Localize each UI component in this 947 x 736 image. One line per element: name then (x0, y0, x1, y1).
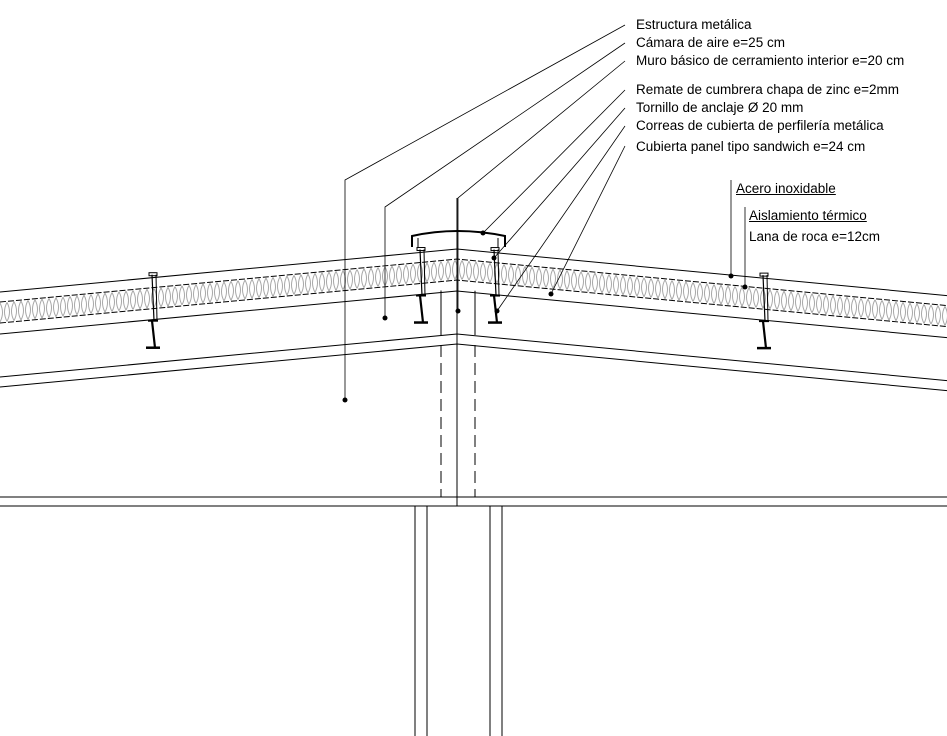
tag-aislamiento: Aislamiento térmico (749, 208, 867, 223)
leader-line-2 (457, 60, 626, 311)
leader-dot-8 (742, 284, 748, 290)
leader-dot-5 (494, 308, 500, 314)
leader-line-4 (493, 107, 626, 259)
purlin-right-screw-b (766, 275, 769, 322)
label-cubierta-panel: Cubierta panel tipo sandwich e=24 cm (636, 139, 866, 154)
label-estructura: Estructura metálica (636, 17, 752, 32)
purlin-left-web (150, 320, 157, 348)
label-correas: Correas de cubierta de perfilería metáli… (636, 118, 884, 133)
leader-dot-0 (342, 397, 348, 403)
leader-line-6 (550, 145, 626, 295)
leader-line-1 (384, 42, 626, 318)
leader-dot-2 (455, 308, 461, 314)
purlin-left-screw-head (148, 272, 158, 277)
purlin-ridge-right-screw-b (497, 249, 500, 296)
purlin-left-screw-b (155, 274, 158, 321)
purlin-ridge-left-screw-head (416, 247, 426, 252)
leader-line-0 (344, 24, 626, 400)
purlin-ridge-left-screw-b (423, 249, 426, 296)
leader-line-3 (482, 89, 626, 234)
leader-dot-1 (382, 315, 388, 321)
purlin-right-web (761, 320, 768, 349)
insulation-hatch (0, 259, 947, 326)
label-remate-cumbrera: Remate de cumbrera chapa de zinc e=2mm (636, 82, 900, 97)
leader-dot-3 (480, 230, 486, 236)
ridge-cap-lips (417, 238, 499, 247)
purlin-right-screw (762, 275, 766, 322)
purlin-left-screw (151, 274, 155, 321)
leader-dot-4 (491, 255, 497, 261)
leader-dot-6 (548, 291, 554, 297)
purlin-ridge-left-screw (419, 249, 423, 296)
leader-line-5 (496, 125, 626, 312)
tag-lana-roca: Lana de roca e=12cm (749, 229, 880, 244)
ridge-cap-flashing (411, 230, 506, 247)
label-camara-aire: Cámara de aire e=25 cm (636, 35, 785, 50)
label-tornillo: Tornillo de anclaje Ø 20 mm (636, 100, 804, 115)
purlin-ridge-left-web (418, 295, 425, 323)
leader-dot-7 (728, 273, 734, 279)
purlin-right-screw-head (759, 272, 769, 277)
purlin-ridge-right-screw-head (490, 247, 500, 252)
label-muro-basico: Muro básico de cerramiento interior e=20… (636, 53, 905, 68)
tag-acero: Acero inoxidable (736, 181, 836, 196)
